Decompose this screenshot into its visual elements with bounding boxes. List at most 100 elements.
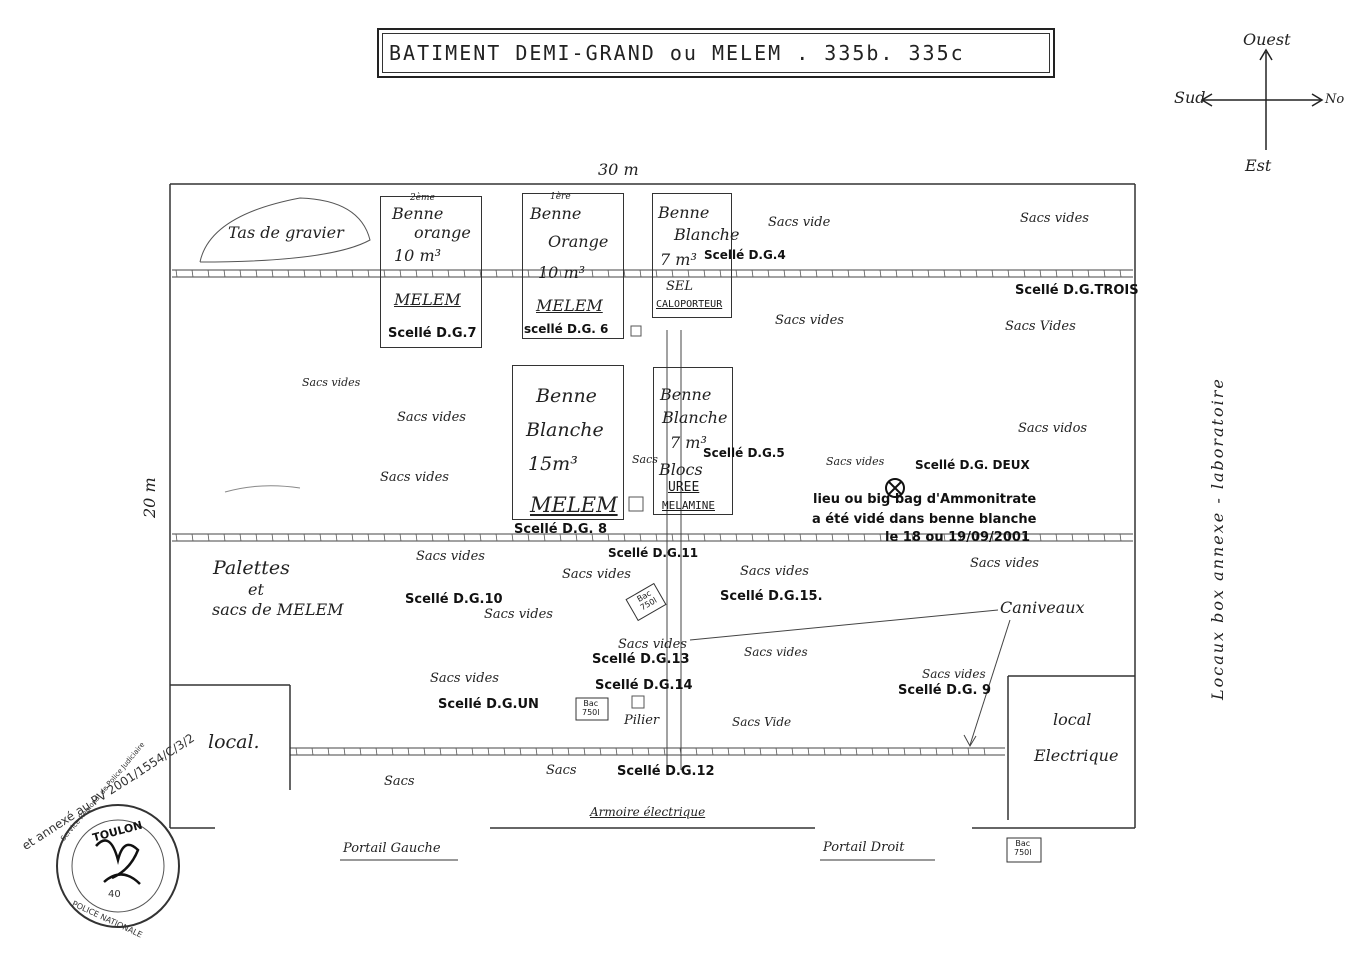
diagram-title: BATIMENT DEMI-GRAND ou MELEM . 335b. 335… <box>377 28 1055 78</box>
gutter-tick <box>639 533 642 542</box>
sacs-partial-label: Sacs <box>632 453 658 466</box>
gutter-tick <box>639 269 642 278</box>
benne-orange-2-content: MELEM <box>394 290 461 309</box>
gutter-tick <box>207 533 210 542</box>
gutter-tick <box>783 533 786 542</box>
gutter-tick <box>303 269 306 278</box>
gutter-tick <box>175 269 178 278</box>
gutter-tick <box>495 269 498 278</box>
gutter-tick <box>271 533 274 542</box>
gutter-tick <box>943 533 946 542</box>
gutter-tick <box>431 533 434 542</box>
gutter-tick <box>767 269 770 278</box>
bac-2-line2: 750l <box>582 707 600 717</box>
gutter-tick <box>391 747 394 756</box>
gutter-tick <box>1103 269 1106 278</box>
seal-dg11: Scellé D.G.11 <box>608 546 699 560</box>
gutter-tick <box>783 269 786 278</box>
gutter-tick <box>1055 533 1058 542</box>
bac-2-line1: Bac <box>583 699 599 708</box>
gutter-tick <box>631 747 634 756</box>
gutter-tick <box>351 269 354 278</box>
benne-blanche-7-bottom <box>653 367 733 515</box>
gutter-tick <box>1087 269 1090 278</box>
sacs-vides-14: Sacs vides <box>618 637 687 652</box>
sacs-vides-16: Sacs vides <box>430 671 499 686</box>
sacs-vides-11: Sacs vides <box>740 564 809 579</box>
seal-dg10: Scellé D.G.10 <box>405 592 503 607</box>
palettes-line1: Palettes <box>213 557 290 579</box>
gutter-tick <box>1007 269 1010 278</box>
gutter-tick <box>383 533 386 542</box>
gutter-tick <box>295 747 298 756</box>
gutter-tick <box>847 533 850 542</box>
gutter-tick <box>599 747 602 756</box>
seal-dg15: Scellé D.G.15. <box>720 589 823 604</box>
gutter-tick <box>967 747 970 756</box>
seal-dg8: Scellé D.G. 8 <box>514 522 608 537</box>
benne-orange-2 <box>380 196 482 348</box>
ammonitrate-note-line2: a été vidé dans benne blanche <box>812 512 1037 527</box>
gutter-tick <box>351 533 354 542</box>
gutter-tick <box>975 269 978 278</box>
gutter-tick <box>327 747 330 756</box>
gutter-tick <box>895 269 898 278</box>
gutter-tick <box>439 747 442 756</box>
seal-dg13: Scellé D.G.13 <box>592 652 690 667</box>
gutter-tick <box>527 269 530 278</box>
benne-blanche-7-top-volume: 7 m³ <box>660 250 697 269</box>
gutter-tick <box>367 269 370 278</box>
benne-blanche-7-top <box>652 193 732 318</box>
gutter-tick <box>383 269 386 278</box>
gutter-tick <box>927 269 930 278</box>
gutter-tick <box>959 269 962 278</box>
gutter-tick <box>719 533 722 542</box>
gutter-tick <box>887 747 890 756</box>
benne-orange-1-line2: Orange <box>548 232 609 251</box>
benne-blanche-7-top-content1: SEL <box>666 279 694 294</box>
benne-blanche-15-line1: Benne <box>536 385 597 407</box>
benne-blanche-15-line2: Blanche <box>526 419 604 441</box>
benne-blanche-7-bottom-content3: MELAMINE <box>662 499 715 512</box>
gutter-tick <box>535 747 538 756</box>
gutter-tick <box>1071 269 1074 278</box>
benne-blanche-7-top-line2: Blanche <box>674 225 740 244</box>
benne-blanche-7-bottom-content1: Blocs <box>659 460 703 479</box>
gutter-tick <box>615 747 618 756</box>
gutter-tick <box>847 269 850 278</box>
gutter-tick <box>1103 533 1106 542</box>
gutter-tick <box>447 533 450 542</box>
gutter-tick <box>191 269 194 278</box>
gutter-tick <box>911 269 914 278</box>
gutter-tick <box>503 747 506 756</box>
seal-dg7: Scellé D.G.7 <box>388 326 477 341</box>
gutter-tick <box>823 747 826 756</box>
portail-droit-label: Portail Droit <box>823 840 905 855</box>
gutter-tick <box>863 533 866 542</box>
sacs-vides-12: Sacs vides <box>970 556 1039 571</box>
gutter-tick <box>423 747 426 756</box>
gutter-tick <box>935 747 938 756</box>
gutter-tick <box>1071 533 1074 542</box>
gutter-tick <box>1039 269 1042 278</box>
gutter-tick <box>543 269 546 278</box>
gutter-tick <box>591 533 594 542</box>
bac-3-line1: Bac <box>1015 839 1031 848</box>
sacs-vides-4: Sacs vides <box>302 376 361 389</box>
width-dimension: 30 m <box>598 160 639 179</box>
pilier-label: Pilier <box>624 713 660 728</box>
gutter-tick <box>655 533 658 542</box>
sacs-vides-2: Sacs vides <box>775 313 844 328</box>
gutter-tick <box>711 747 714 756</box>
gutter-tick <box>727 747 730 756</box>
gutter-tick <box>671 533 674 542</box>
gutter-tick <box>463 269 466 278</box>
gutter-tick <box>567 747 570 756</box>
gutter-tick <box>927 533 930 542</box>
gutter-tick <box>463 533 466 542</box>
gutter-tick <box>655 269 658 278</box>
gutter-tick <box>799 269 802 278</box>
gutter-tick <box>1055 269 1058 278</box>
